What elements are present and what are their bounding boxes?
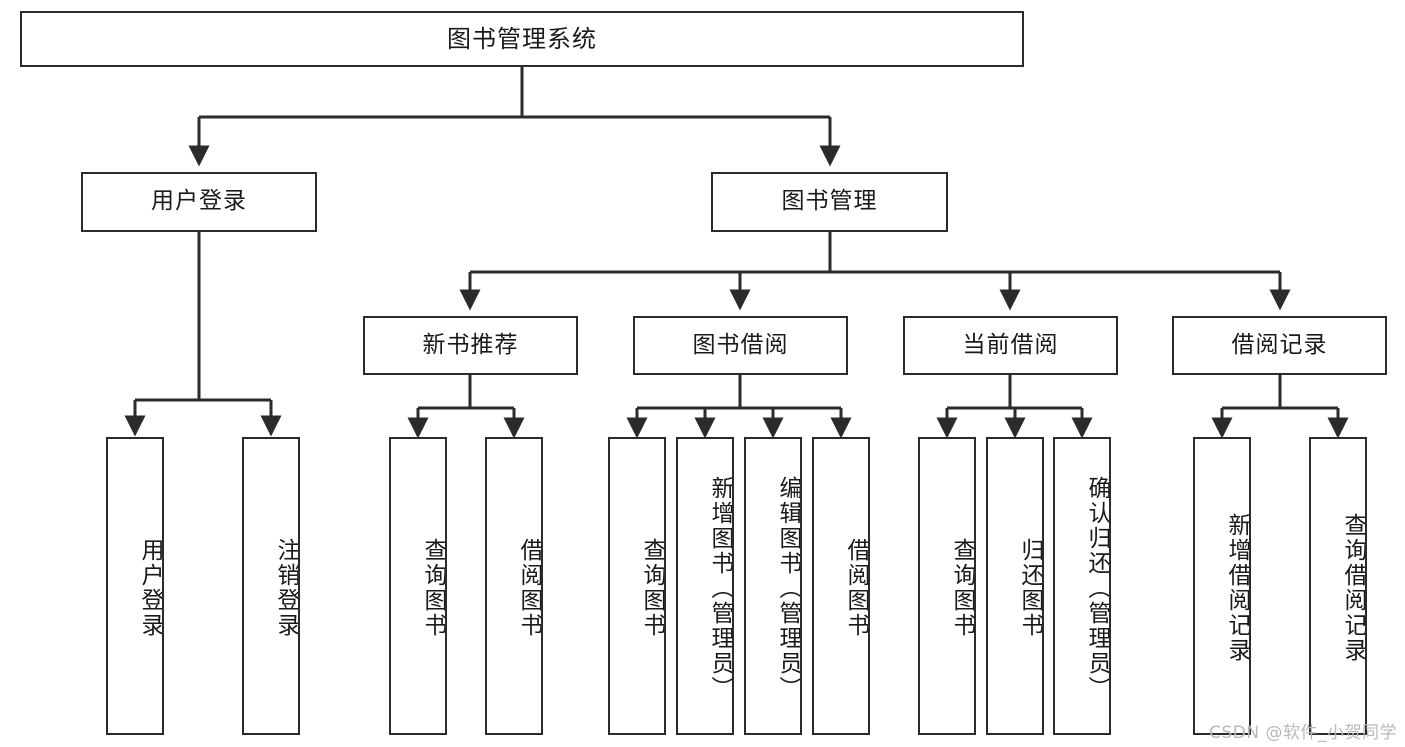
leaf-current-query-book[interactable]: 查询图书 [918, 437, 976, 735]
node-current-borrow[interactable]: 当前借阅 [903, 316, 1118, 375]
node-label: 确认归还（管理员） [1084, 475, 1110, 701]
leaf-current-return-book[interactable]: 归还图书 [986, 437, 1044, 735]
leaf-user-logout[interactable]: 注销登录 [242, 437, 300, 735]
node-label: 查询图书 [639, 538, 665, 638]
node-label: 查询图书 [420, 538, 446, 638]
leaf-user-login[interactable]: 用户登录 [106, 437, 164, 735]
node-borrow-record[interactable]: 借阅记录 [1172, 316, 1387, 375]
node-label: 注销登录 [273, 538, 299, 638]
node-root-system[interactable]: 图书管理系统 [20, 11, 1024, 67]
leaf-recommend-query-book[interactable]: 查询图书 [389, 437, 447, 735]
leaf-borrow-add-book-admin[interactable]: 新增图书（管理员） [676, 437, 734, 735]
leaf-borrow-query-book[interactable]: 查询图书 [608, 437, 666, 735]
leaf-current-confirm-return-admin[interactable]: 确认归还（管理员） [1053, 437, 1111, 735]
watermark: CSDN @软件_小贺同学 [1209, 723, 1397, 743]
node-label: 图书借阅 [692, 331, 789, 358]
node-label: 编辑图书（管理员） [775, 475, 801, 701]
node-label: 查询借阅记录 [1340, 513, 1366, 663]
leaf-record-add-borrow-record[interactable]: 新增借阅记录 [1193, 437, 1251, 735]
node-new-book-recommend[interactable]: 新书推荐 [363, 316, 578, 375]
node-label: 图书管理 [781, 188, 878, 215]
node-label: 用户登录 [151, 188, 247, 215]
leaf-recommend-borrow-book[interactable]: 借阅图书 [485, 437, 543, 735]
node-label: 借阅图书 [516, 538, 542, 638]
leaf-borrow-borrow-book[interactable]: 借阅图书 [812, 437, 870, 735]
node-label: 当前借阅 [962, 331, 1059, 358]
node-label: 用户登录 [137, 538, 163, 638]
leaf-record-query-borrow-record[interactable]: 查询借阅记录 [1309, 437, 1367, 735]
node-label: 归还图书 [1017, 538, 1043, 638]
leaf-borrow-edit-book-admin[interactable]: 编辑图书（管理员） [744, 437, 802, 735]
node-book-borrow[interactable]: 图书借阅 [633, 316, 848, 375]
node-user-login[interactable]: 用户登录 [81, 172, 317, 232]
node-book-management[interactable]: 图书管理 [711, 172, 948, 232]
node-label: 图书管理系统 [447, 24, 597, 53]
node-label: 新书推荐 [422, 331, 519, 358]
node-label: 查询图书 [949, 538, 975, 638]
node-label: 借阅图书 [843, 538, 869, 638]
node-label: 借阅记录 [1231, 331, 1328, 358]
node-label: 新增图书（管理员） [707, 475, 733, 701]
node-label: 新增借阅记录 [1224, 513, 1250, 663]
